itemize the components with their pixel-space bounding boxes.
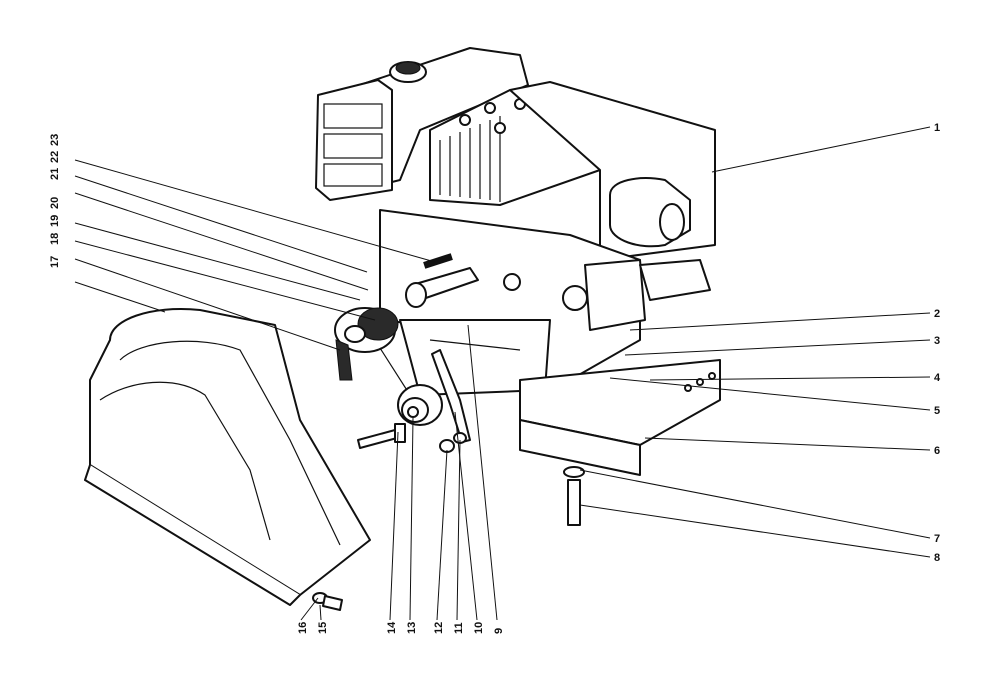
part-label-9: 9 (493, 628, 505, 634)
part-label-2: 2 (934, 308, 940, 320)
engine-illustration (315, 47, 721, 526)
part-label-15: 15 (317, 622, 329, 634)
part-label-22: 22 (49, 151, 61, 163)
part-label-11: 11 (453, 622, 465, 634)
part-label-12: 12 (433, 622, 445, 634)
part-label-23: 23 (49, 134, 61, 146)
part-label-13: 13 (406, 622, 418, 634)
part-label-5: 5 (934, 405, 940, 417)
part-label-18: 18 (49, 233, 61, 245)
part-label-19: 19 (49, 215, 61, 227)
part-label-10: 10 (473, 622, 485, 634)
part-number-labels: 1 2 3 4 5 6 7 8 9 10 11 12 13 14 15 16 1… (49, 122, 941, 634)
part-label-8: 8 (934, 552, 940, 564)
part-label-1: 1 (934, 122, 940, 134)
belt-guard-illustration (84, 308, 371, 611)
part-label-4: 4 (934, 372, 941, 384)
leader-lines (74, 126, 931, 621)
part-label-6: 6 (934, 445, 940, 457)
part-label-20: 20 (49, 197, 61, 209)
part-label-21: 21 (49, 168, 61, 180)
part-label-17: 17 (49, 256, 61, 268)
part-label-16: 16 (297, 622, 309, 634)
part-label-3: 3 (934, 335, 940, 347)
part-label-14: 14 (386, 621, 398, 634)
part-label-7: 7 (934, 533, 940, 545)
pulley-illustration (334, 307, 471, 453)
